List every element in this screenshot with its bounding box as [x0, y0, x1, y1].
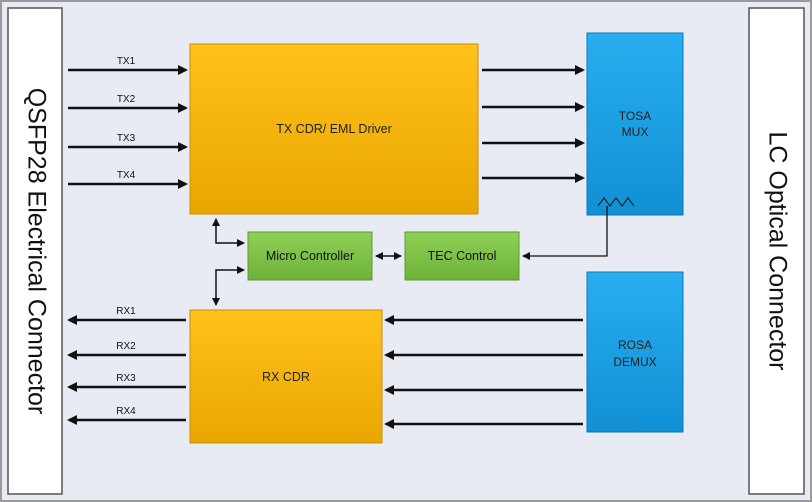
rx-lane-label: RX1 [116, 306, 136, 317]
rx-lane-label: RX2 [116, 341, 136, 352]
tosa-tec-link [522, 206, 608, 260]
tosa-label-line2: MUX [622, 125, 649, 139]
tosa-mux-block [586, 32, 684, 216]
tec-heater-symbol [597, 197, 635, 207]
rosa-to-cdr-arrows [384, 315, 583, 429]
left-connector-label: QSFP28 Electrical Connector [22, 88, 50, 415]
tx-lane-label: TX1 [117, 56, 136, 67]
rosa-label-line1: ROSA [618, 338, 652, 352]
tec-control-label: TEC Control [428, 249, 497, 263]
tx-lane-label: TX3 [117, 133, 136, 144]
right-connector-label: LC Optical Connector [763, 131, 791, 370]
mcu-rx-link [212, 266, 245, 306]
rosa-demux-block [586, 271, 684, 433]
rx-lane-label: RX4 [116, 406, 136, 417]
micro-controller-block [247, 231, 373, 281]
tx-lane-label: TX2 [117, 94, 136, 105]
rx-cdr-label: RX CDR [262, 370, 310, 384]
tec-control-block [404, 231, 520, 281]
tx-driver-block [189, 43, 479, 215]
mcu-tx-link [212, 218, 245, 247]
right-connector-panel [748, 7, 805, 495]
tx-lane-arrows [68, 65, 188, 189]
micro-controller-label: Micro Controller [266, 249, 354, 263]
left-connector-panel [7, 7, 63, 495]
tx-driver-label: TX CDR/ EML Driver [276, 122, 392, 136]
rx-cdr-block [189, 309, 383, 444]
rx-lane-arrows [67, 315, 186, 425]
rosa-label-line2: DEMUX [613, 355, 656, 369]
rx-lane-label: RX3 [116, 373, 136, 384]
tx-lane-label: TX4 [117, 170, 136, 181]
tosa-label-line1: TOSA [619, 109, 651, 123]
driver-to-tosa-arrows [482, 65, 585, 183]
